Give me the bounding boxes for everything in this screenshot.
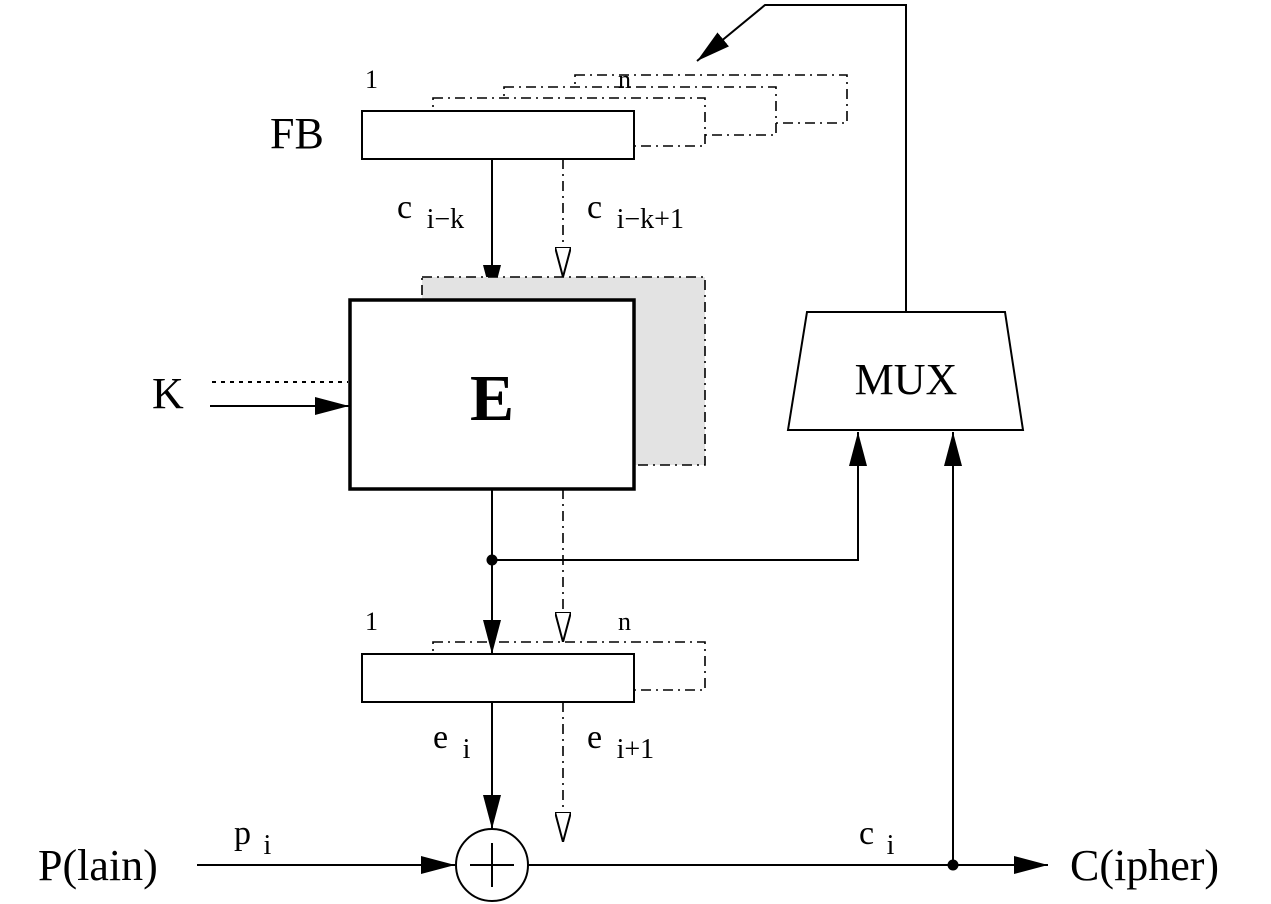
fb-index-first: 1 [365,65,378,94]
e-i-label: e i [433,719,471,765]
fb-register [361,110,635,160]
p-i-label: p i [234,815,272,861]
encryption-block [348,298,636,491]
output-register [361,653,635,703]
mux-block [786,311,1025,431]
feedback-register-stack [361,74,848,160]
e-output-to-mux [492,432,867,561]
xor-operator [455,828,529,902]
mux-label: MUX [855,355,958,404]
encryption-label: E [470,362,514,435]
c-i-label: c i [859,815,895,861]
fb-index-last: n [618,65,631,94]
plain-label: P(lain) [38,841,158,890]
e-i-plus-1-label: e i+1 [587,719,654,765]
mux-feedback-path [696,4,907,312]
output-index-first: 1 [365,607,378,636]
c-i-k-plus-1-label: c i−k+1 [587,189,684,235]
output-index-last: n [618,607,631,636]
cipher-label: C(ipher) [1070,841,1219,890]
key-label: K [152,369,184,418]
fb-label: FB [270,109,324,158]
c-i-k-label: c i−k [397,189,464,235]
